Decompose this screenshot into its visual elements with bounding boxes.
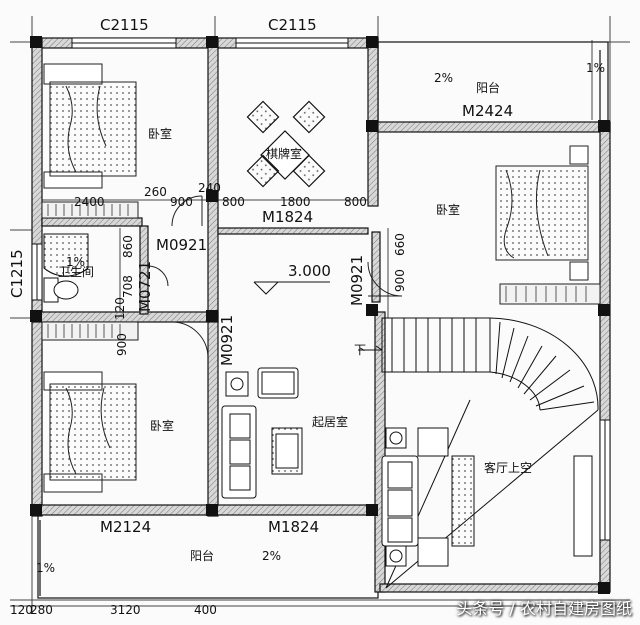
dim-280: 280 [30, 603, 53, 617]
labels: C2115 C2115 C1215 阳台 2% 1% M2424 棋牌室 卧室 … [8, 16, 605, 617]
label-door-m0921-c: M0921 [218, 315, 236, 366]
bed-bottom-left [43, 371, 137, 493]
label-double-height: 客厅上空 [484, 460, 532, 475]
dim-660: 660 [393, 233, 407, 256]
label-door-m0921-a: M0921 [156, 236, 207, 254]
bed-right [495, 145, 589, 281]
label-door-m0921-b: M0921 [348, 255, 366, 306]
dim-708: 708 [121, 275, 135, 298]
bathroom-fixtures [43, 233, 89, 303]
living-void [381, 399, 599, 589]
wardrobes [41, 201, 601, 341]
label-living-room: 起居室 [312, 414, 348, 429]
label-window-top-mid: C2115 [268, 16, 317, 34]
label-balcony-bottom-slope: 2% [262, 549, 281, 563]
label-window-top-left: C2115 [100, 16, 149, 34]
label-down-arrow: 下 [354, 343, 366, 357]
dim-120-b: 120 [10, 603, 33, 617]
label-door-m0721: M0721 [136, 261, 154, 312]
dim-260: 260 [144, 185, 167, 199]
dim-240: 240 [198, 181, 221, 195]
dim-900-c: 900 [115, 333, 129, 356]
label-balcony-bottom: 阳台 [190, 548, 214, 563]
label-bedroom-right: 卧室 [436, 202, 460, 217]
dim-400: 400 [194, 603, 217, 617]
windows [31, 37, 611, 541]
label-window-left: C1215 [8, 249, 26, 298]
dim-120-a: 120 [113, 297, 127, 320]
dim-1800: 1800 [280, 195, 311, 209]
dim-800-a: 800 [222, 195, 245, 209]
dim-900-a: 900 [170, 195, 193, 209]
label-door-m2424: M2424 [462, 102, 513, 120]
dim-860: 860 [121, 235, 135, 258]
label-bathroom-slope: 1% [66, 255, 85, 269]
bed-top-left [43, 63, 137, 189]
wardrobe-hangers [47, 204, 587, 338]
dim-2400: 2400 [74, 195, 105, 209]
label-bedroom-bottom-left: 卧室 [150, 418, 174, 433]
watermark: 头条号 / 农村自建房图纸 [456, 599, 632, 618]
label-balcony-top: 阳台 [476, 80, 500, 95]
label-mahjong-room: 棋牌室 [266, 146, 302, 161]
label-door-m1824-top: M1824 [262, 208, 313, 226]
door-swings [147, 195, 403, 359]
elevation-marker [253, 281, 330, 295]
dim-800-b: 800 [344, 195, 367, 209]
living-room-furniture [221, 367, 303, 499]
mahjong-table [246, 100, 326, 188]
label-door-m1824-bottom: M1824 [268, 518, 319, 536]
label-elevation: 3.000 [288, 262, 331, 280]
dim-3120: 3120 [110, 603, 141, 617]
label-bedroom-top-left: 卧室 [148, 126, 172, 141]
label-door-m2124: M2124 [100, 518, 151, 536]
label-balcony-left-slope: 1% [36, 561, 55, 575]
label-bathroom: 卫生间 [58, 265, 94, 279]
dim-900-b: 900 [393, 269, 407, 292]
columns [30, 36, 610, 594]
label-balcony-top-slope: 2% [434, 71, 453, 85]
label-balcony-right-slope: 1% [586, 61, 605, 75]
staircase [358, 317, 599, 411]
